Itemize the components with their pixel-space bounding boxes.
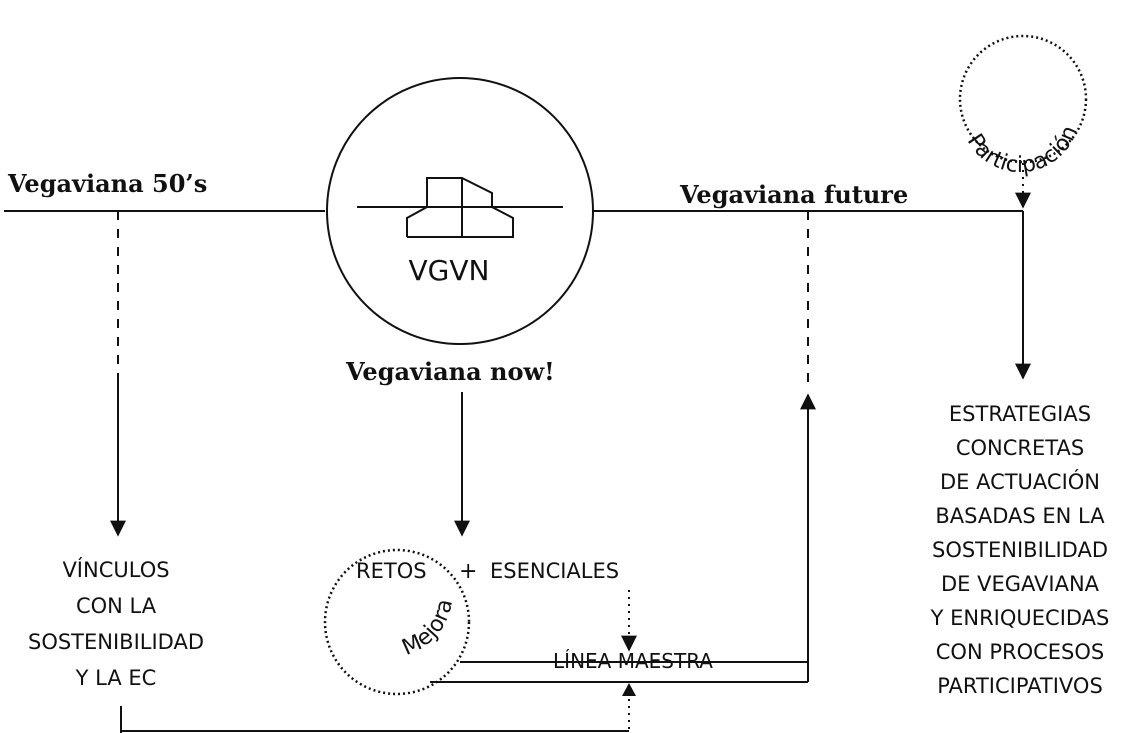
estrategias-line: ESTRATEGIAS xyxy=(949,402,1091,426)
estrategias-line: PARTICIPATIVOS xyxy=(937,674,1103,698)
estrategias-line: DE VEGAVIANA xyxy=(941,572,1100,596)
master-line-label: LÍNEA MAESTRA xyxy=(553,649,713,673)
retos-label: RETOS xyxy=(356,559,427,583)
vinculos-line: CON LA xyxy=(76,594,157,618)
bottom-arrowhead xyxy=(622,683,636,696)
estrategias-line: DE ACTUACIÓN xyxy=(940,469,1100,494)
estrategias-line: Y ENRIQUECIDAS xyxy=(930,606,1110,630)
mejorar-circle xyxy=(323,548,471,696)
estrategias-line: CON PROCESOS xyxy=(936,640,1104,664)
participacion-label-path: Participación xyxy=(962,122,1083,178)
esenciales-label: ESENCIALES xyxy=(490,559,619,583)
vinculos-line: SOSTENIBILIDAD xyxy=(28,630,204,654)
estrategias-line: BASADAS EN LA xyxy=(935,504,1105,528)
participacion-label: Participación xyxy=(962,122,1083,178)
participacion-circle xyxy=(958,34,1088,164)
estrategias-line: SOSTENIBILIDAD xyxy=(932,538,1108,562)
past-label: Vegaviana 50’s xyxy=(7,169,207,198)
future-label: Vegaviana future xyxy=(679,180,908,209)
building-icon xyxy=(357,177,563,238)
now-label: Vegaviana now! xyxy=(345,357,555,386)
vinculos-line: Y LA EC xyxy=(75,666,157,690)
vinculos-line: VÍNCULOS xyxy=(62,557,169,582)
vgvn-label: VGVN xyxy=(409,254,490,287)
estrategias-line: CONCRETAS xyxy=(956,436,1084,460)
plus-sign: + xyxy=(459,559,477,584)
vgvn-circle xyxy=(326,77,594,345)
